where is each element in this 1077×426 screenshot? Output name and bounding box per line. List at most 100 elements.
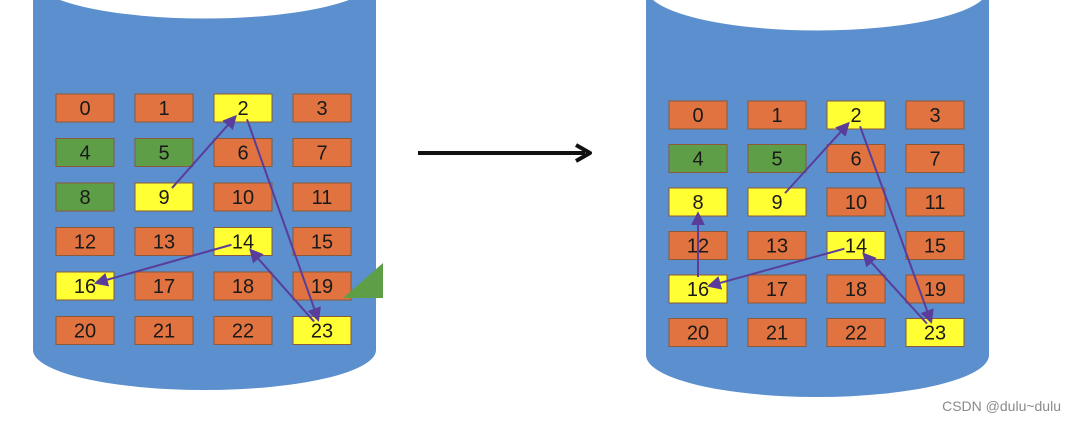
block-cell: 7: [292, 138, 352, 167]
block-cell: 3: [905, 100, 965, 130]
link-arrow: [171, 114, 237, 189]
block-label: 17: [153, 276, 175, 298]
block-cell: 0: [668, 100, 728, 130]
block-cell: 22: [826, 318, 886, 347]
block-label: 20: [687, 323, 709, 345]
block-cell: 23: [292, 316, 352, 345]
block-cell: 18: [826, 274, 886, 304]
block-cell: 2: [826, 100, 886, 130]
block-label: 8: [692, 192, 703, 214]
block-cell: 22: [213, 316, 273, 345]
block-cell: 11: [292, 182, 352, 212]
link-arrow: [706, 247, 845, 290]
block-cell: 14: [213, 227, 273, 256]
block-label: 14: [232, 232, 254, 254]
block-label: 3: [316, 98, 327, 120]
block-label: 22: [845, 323, 867, 345]
block-label: 6: [850, 149, 861, 171]
block-cell: 6: [826, 144, 886, 173]
block-label: 1: [158, 98, 169, 120]
block-cell: 9: [747, 187, 807, 217]
block-cell: 19: [905, 274, 965, 304]
block-label: 0: [79, 98, 90, 120]
block-cell: 8: [55, 182, 115, 212]
link-arrow: [246, 118, 321, 322]
block-label: 7: [929, 149, 940, 171]
block-cell: 4: [55, 138, 115, 167]
block-label: 4: [692, 149, 703, 171]
watermark: CSDN @dulu~dulu: [942, 398, 1061, 414]
block-label: 7: [316, 143, 327, 165]
block-cell: 1: [747, 100, 807, 130]
link-arrow: [249, 248, 315, 323]
block-cell: 16: [668, 274, 728, 304]
block-label: 13: [153, 232, 175, 254]
block-cell: 17: [747, 274, 807, 304]
block-label: 18: [845, 279, 867, 301]
transition-arrow: [418, 143, 592, 163]
block-label: 10: [232, 187, 254, 209]
block-label: 1: [771, 105, 782, 127]
block-cell: 16: [55, 271, 115, 301]
block-label: 2: [237, 98, 248, 120]
block-label: 17: [766, 279, 788, 301]
block-cell: 8: [668, 187, 728, 217]
block-label: 6: [237, 143, 248, 165]
block-label: 10: [845, 192, 867, 214]
block-cell: 13: [134, 227, 194, 256]
block-cell: 21: [747, 318, 807, 347]
block-cell: 7: [905, 144, 965, 173]
block-label: 8: [79, 187, 90, 209]
block-label: 21: [766, 323, 788, 345]
block-label: 15: [311, 232, 333, 254]
block-label: 3: [929, 105, 940, 127]
block-label: 19: [311, 276, 333, 298]
block-label: 4: [79, 143, 90, 165]
block-cell: 5: [134, 138, 194, 167]
block-label: 9: [158, 187, 169, 209]
block-label: 15: [924, 236, 946, 258]
block-label: 11: [925, 192, 946, 214]
block-label: 14: [845, 236, 867, 258]
block-label: 5: [771, 149, 782, 171]
corner-triangle: [343, 263, 383, 298]
block-label: 0: [692, 105, 703, 127]
block-cell: 9: [134, 182, 194, 212]
block-label: 2: [850, 105, 861, 127]
block-label: 16: [687, 279, 709, 301]
block-label: 11: [312, 187, 333, 209]
block-label: 18: [232, 276, 254, 298]
link-arrow: [862, 252, 928, 325]
block-cell: 4: [668, 144, 728, 173]
block-cell: 23: [905, 318, 965, 347]
block-cell: 11: [905, 187, 965, 217]
link-arrow: [784, 121, 850, 194]
block-cell: 14: [826, 231, 886, 260]
cylinder-top: [648, 0, 987, 34]
block-cell: 12: [55, 227, 115, 256]
block-label: 23: [311, 321, 333, 343]
block-cell: 10: [826, 187, 886, 217]
block-label: 19: [924, 279, 946, 301]
block-cell: 10: [213, 182, 273, 212]
block-label: 9: [771, 192, 782, 214]
block-label: 12: [74, 232, 96, 254]
block-cell: 18: [213, 271, 273, 301]
block-cell: 2: [213, 93, 273, 123]
block-cell: 20: [55, 316, 115, 345]
cylinder-body: [33, 0, 376, 390]
block-label: 13: [766, 236, 788, 258]
block-cell: 13: [747, 231, 807, 260]
block-cell: 20: [668, 318, 728, 347]
block-label: 21: [153, 321, 175, 343]
block-cell: 17: [134, 271, 194, 301]
block-cell: 0: [55, 93, 115, 123]
block-cell: 3: [292, 93, 352, 123]
block-label: 22: [232, 321, 254, 343]
block-label: 5: [158, 143, 169, 165]
block-cell: 15: [292, 227, 352, 256]
link-arrow: [93, 243, 232, 287]
